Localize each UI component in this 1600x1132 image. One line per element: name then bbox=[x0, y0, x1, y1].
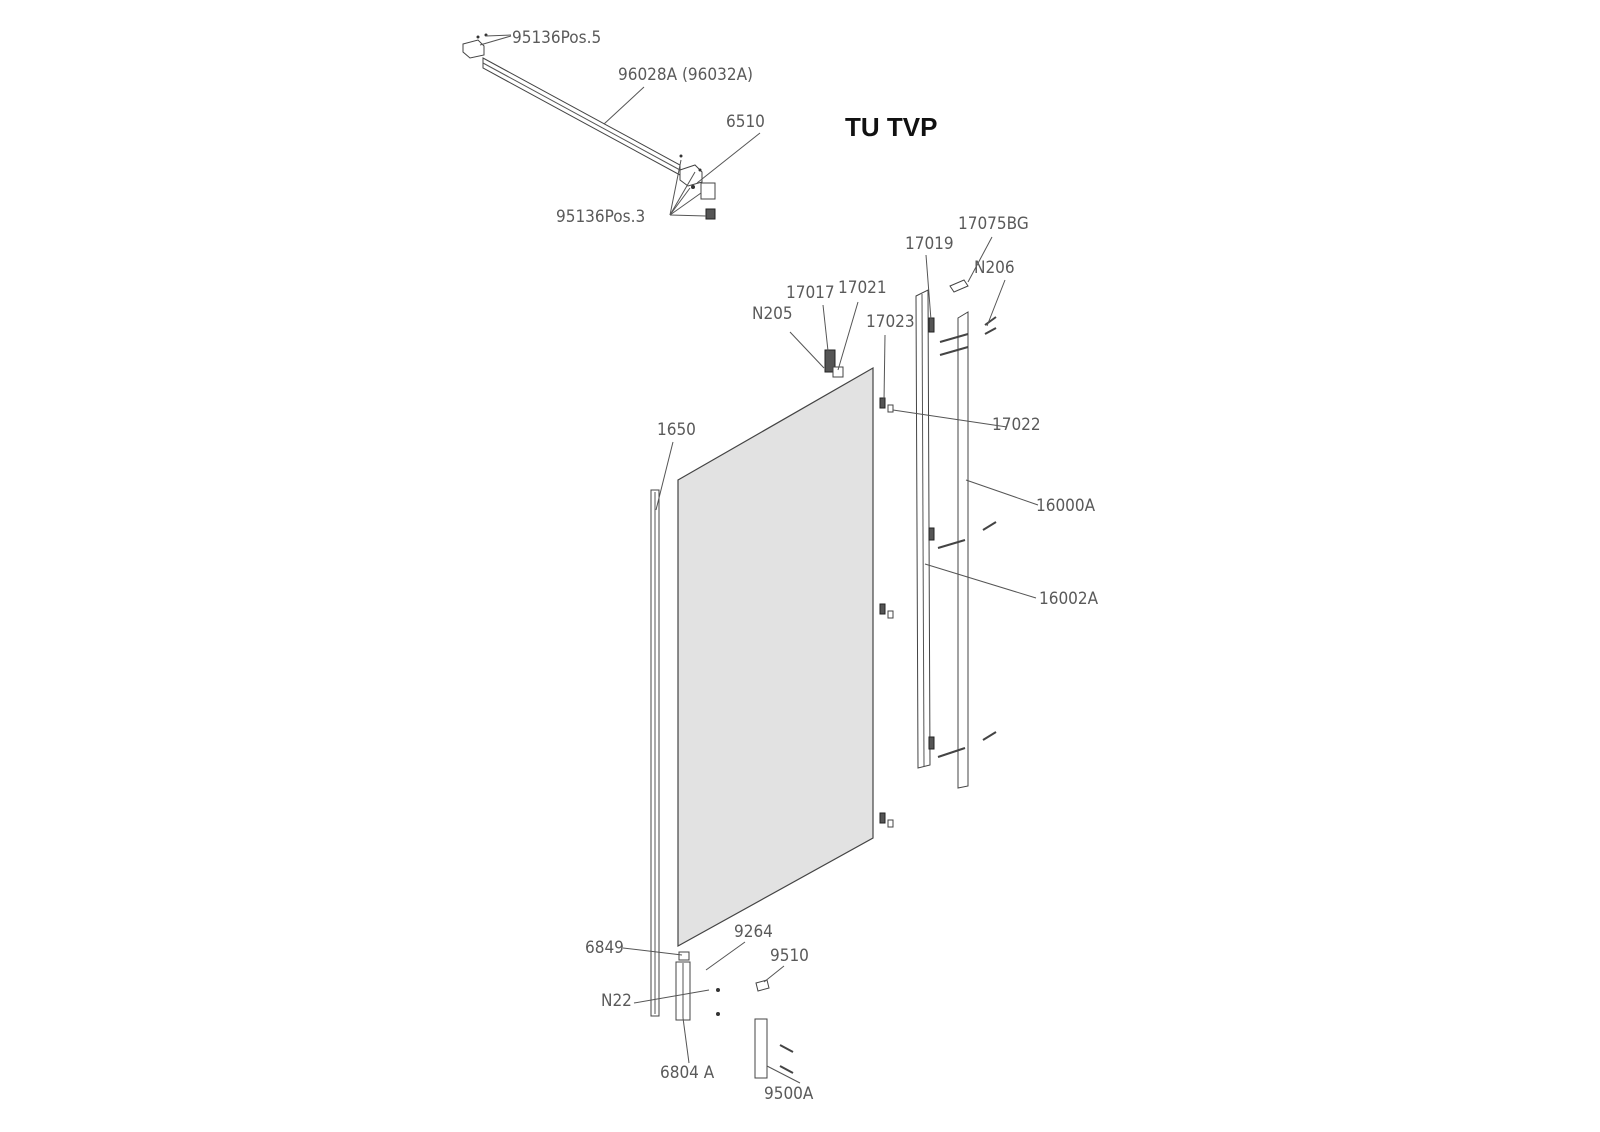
leader-lines bbox=[479, 34, 1039, 1084]
label-n206: N206 bbox=[974, 258, 1015, 278]
glass-panel bbox=[677, 366, 874, 948]
label-16002a: 16002A bbox=[1039, 589, 1099, 609]
diagram-title: TU TVP bbox=[845, 112, 937, 142]
label-16000a: 16000A bbox=[1036, 496, 1096, 516]
label-17021: 17021 bbox=[838, 278, 887, 298]
label-6804a: 6804 A bbox=[660, 1063, 715, 1083]
label-6510: 6510 bbox=[726, 112, 765, 132]
label-n205: N205 bbox=[752, 304, 793, 324]
label-17075bg: 17075BG bbox=[958, 214, 1029, 234]
screws bbox=[937, 316, 997, 758]
profile-16000a bbox=[957, 311, 969, 789]
part-6849 bbox=[678, 951, 690, 961]
bracket-9500a bbox=[754, 1018, 768, 1079]
part-labels: 95136Pos.5 96028A (96032A) 6510 95136Pos… bbox=[512, 28, 1099, 1104]
label-n22: N22 bbox=[601, 991, 632, 1011]
end-cap-left bbox=[462, 39, 485, 59]
label-17023: 17023 bbox=[866, 312, 915, 332]
label-6849: 6849 bbox=[585, 938, 624, 958]
clamp-17023 bbox=[879, 397, 886, 409]
end-cap-right bbox=[679, 164, 703, 187]
clamp-17022 bbox=[887, 404, 894, 413]
hinge-17017 bbox=[824, 349, 836, 373]
label-9264: 9264 bbox=[734, 922, 773, 942]
plate-17021 bbox=[832, 366, 844, 378]
label-95136pos3: 95136Pos.3 bbox=[556, 207, 645, 227]
label-17019: 17019 bbox=[905, 234, 954, 254]
bracket-6510 bbox=[700, 182, 716, 200]
label-96028a: 96028A (96032A) bbox=[618, 65, 753, 85]
label-17017: 17017 bbox=[786, 283, 835, 303]
label-9500a: 9500A bbox=[764, 1084, 814, 1104]
magnet-17019 bbox=[928, 317, 935, 333]
cap-9510 bbox=[755, 979, 770, 992]
cap-17075bg bbox=[949, 279, 969, 293]
top-rail-assembly bbox=[462, 33, 716, 220]
label-17022: 17022 bbox=[992, 415, 1041, 435]
clip-part bbox=[705, 208, 716, 220]
label-95136pos5: 95136Pos.5 bbox=[512, 28, 601, 48]
label-9510: 9510 bbox=[770, 946, 809, 966]
label-1650: 1650 bbox=[657, 420, 696, 440]
